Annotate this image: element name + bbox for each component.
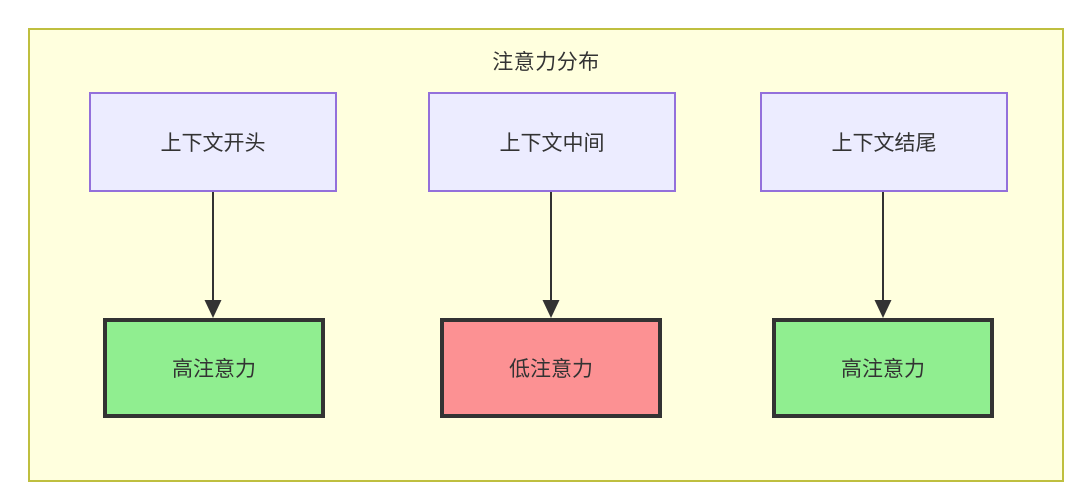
edge-context-end-to-high-attention (870, 192, 896, 320)
node-context-end[interactable]: 上下文结尾 (760, 92, 1008, 192)
node-context-start[interactable]: 上下文开头 (89, 92, 337, 192)
node-context-start-label: 上下文开头 (160, 132, 266, 155)
node-high-attention-start-label: 高注意力 (172, 358, 256, 381)
node-high-attention-end[interactable]: 高注意力 (772, 318, 994, 418)
node-context-middle[interactable]: 上下文中间 (428, 92, 676, 192)
node-high-attention-start[interactable]: 高注意力 (103, 318, 325, 418)
node-context-middle-label: 上下文中间 (499, 132, 605, 155)
edge-context-start-to-high-attention (200, 192, 226, 320)
edge-context-middle-to-low-attention (538, 192, 564, 320)
node-low-attention-middle-label: 低注意力 (509, 358, 593, 381)
subgraph-title: 注意力分布 (492, 51, 600, 74)
node-context-end-label: 上下文结尾 (831, 132, 937, 155)
node-low-attention-middle[interactable]: 低注意力 (440, 318, 662, 418)
node-high-attention-end-label: 高注意力 (841, 358, 925, 381)
